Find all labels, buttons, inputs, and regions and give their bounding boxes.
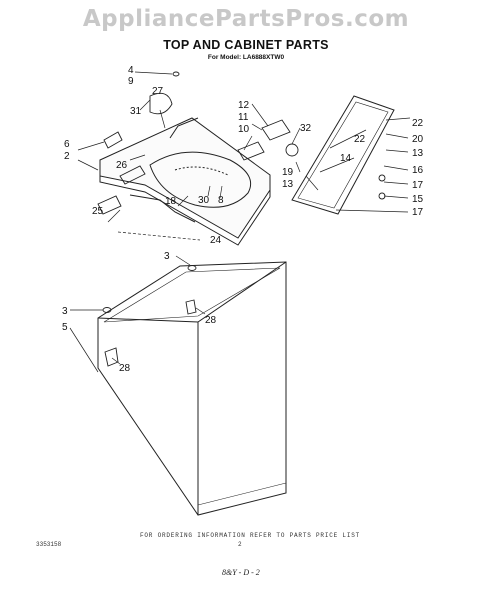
callout-13-right: 13 (412, 148, 424, 159)
callout-12: 12 (238, 100, 250, 111)
callout-19: 19 (282, 167, 294, 178)
callout-26: 26 (116, 160, 128, 171)
callout-9: 9 (128, 76, 134, 87)
leader-lines (69, 71, 411, 373)
ordering-note: FOR ORDERING INFORMATION REFER TO PARTS … (140, 532, 361, 539)
callout-28-lower: 28 (119, 363, 131, 374)
callout-labels: 4 9 27 31 6 2 26 12 11 10 32 22 22 20 13… (62, 65, 424, 374)
top-panel (99, 117, 271, 246)
handwritten-note: 8&Y - D - 2 (222, 568, 260, 577)
callout-8: 8 (218, 195, 224, 206)
callout-4: 4 (128, 65, 134, 76)
page-title: TOP AND CABINET PARTS (163, 38, 329, 52)
callout-10: 10 (238, 124, 250, 135)
callout-20: 20 (412, 134, 424, 145)
page-number: 2 (238, 541, 242, 548)
callout-27: 27 (152, 86, 164, 97)
callout-13-left: 13 (282, 179, 294, 190)
callout-2: 2 (64, 151, 70, 162)
callout-22-top: 22 (412, 118, 424, 129)
callout-18: 18 (165, 196, 177, 207)
callout-31: 31 (130, 106, 142, 117)
callout-14: 14 (340, 153, 352, 164)
callout-3-lower: 3 (62, 306, 68, 317)
callout-32: 32 (300, 123, 312, 134)
document-code: 3353158 (36, 541, 62, 548)
cabinet (97, 261, 287, 516)
callout-11: 11 (238, 112, 249, 123)
model-subtitle: For Model: LA6888XTW0 (207, 54, 285, 61)
callout-16: 16 (412, 165, 424, 176)
callout-5: 5 (62, 322, 68, 333)
callout-25: 25 (92, 206, 104, 217)
lid (291, 95, 395, 215)
callout-15: 15 (412, 194, 424, 205)
callout-3-upper: 3 (164, 251, 170, 262)
callout-17-lower: 17 (412, 207, 424, 218)
callout-28-upper: 28 (205, 315, 217, 326)
callout-22-mid: 22 (354, 134, 366, 145)
callout-30: 30 (198, 195, 210, 206)
callout-6: 6 (64, 139, 70, 150)
watermark: AppliancePartsPros.com (82, 6, 410, 32)
callout-24: 24 (210, 235, 222, 246)
callout-17-upper: 17 (412, 180, 424, 191)
